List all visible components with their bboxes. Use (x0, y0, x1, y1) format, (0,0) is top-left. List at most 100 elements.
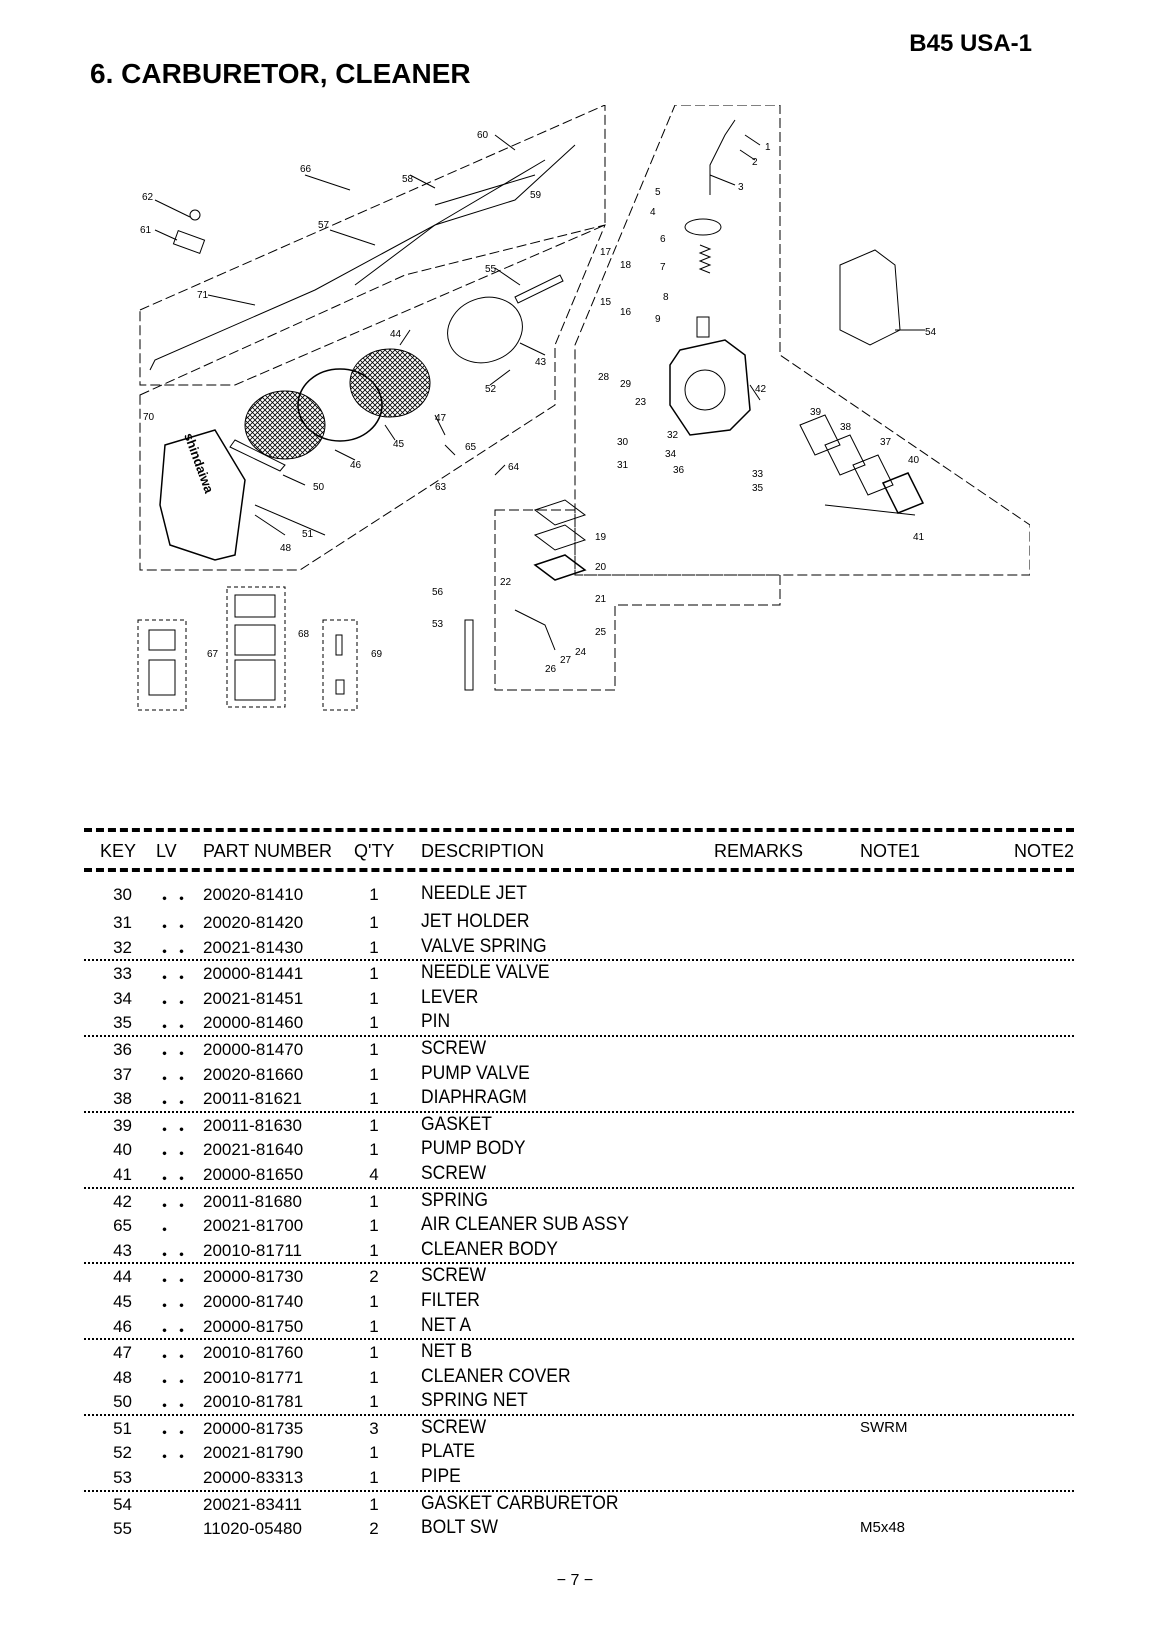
row-level: ・・ (156, 890, 190, 909)
kit-68-part (234, 594, 276, 618)
callout-28: 28 (598, 372, 610, 383)
callout-46: 46 (350, 460, 362, 471)
row-part-number: 20020-81410 (203, 885, 304, 904)
row-key: 30 (113, 885, 132, 904)
callout-6: 6 (660, 234, 666, 245)
row-key: 47 (113, 1343, 132, 1363)
row-key: 34 (113, 988, 132, 1008)
row-part-number: 20000-81460 (203, 1013, 304, 1033)
callout-38: 38 (840, 422, 852, 433)
row-part-number: 20021-81451 (203, 988, 304, 1008)
diagram-svg: shindaiwa 1 2 3 4 5 6 7 8 9 15 16 17 18 … (137, 104, 1031, 711)
group-outline-diaphragm (494, 509, 781, 691)
net-a-shape (244, 390, 326, 460)
row-level: ・・ (156, 1397, 190, 1417)
kit-69-part-2 (335, 679, 345, 695)
row-level: ・・ (156, 1321, 190, 1341)
row-level: ・ (156, 1221, 173, 1241)
callout-36: 36 (673, 465, 685, 476)
callout-53: 53 (432, 619, 444, 630)
row-qty: 1 (369, 1089, 379, 1109)
row-description: SCREW (421, 1037, 487, 1059)
callout-17: 17 (600, 247, 612, 258)
callout-22: 22 (500, 577, 512, 588)
row-part-number: 20000-81730 (203, 1267, 304, 1287)
callout-51: 51 (302, 529, 314, 540)
throttle-tube-shape (709, 119, 736, 195)
table-top-rule (84, 828, 1074, 832)
callout-42: 42 (755, 384, 767, 395)
row-level: ・・ (156, 1069, 190, 1089)
row-part-number: 20010-81771 (203, 1367, 304, 1387)
callout-65: 65 (465, 442, 477, 453)
row-description: VALVE SPRING (421, 935, 547, 957)
row-key: 42 (113, 1191, 132, 1211)
group-outline-cables (139, 104, 606, 386)
row-qty: 1 (369, 1291, 379, 1311)
row-level: ・・ (156, 969, 190, 989)
callout-27: 27 (560, 655, 572, 666)
row-description: SCREW (421, 1416, 487, 1438)
row-level: ・・ (156, 1372, 190, 1392)
row-qty: 1 (369, 1367, 379, 1387)
pipe-53-shape (464, 619, 474, 691)
callout-52: 52 (485, 384, 497, 395)
row-qty: 1 (369, 1343, 379, 1363)
callout-25: 25 (595, 627, 607, 638)
row-part-number: 20021-81790 (203, 1443, 304, 1463)
row-level: ・・ (156, 1296, 190, 1316)
cap-shape (684, 218, 722, 236)
cleaner-body-shape (447, 296, 523, 364)
clamp-screw-shape (189, 209, 201, 221)
row-description: FILTER (421, 1289, 480, 1311)
row-description: NEEDLE JET (421, 883, 527, 904)
row-key: 53 (113, 1468, 132, 1488)
row-description: PUMP VALVE (421, 1062, 530, 1084)
row-description: BOLT SW (421, 1517, 499, 1539)
callout-21: 21 (595, 594, 607, 605)
row-part-number: 20021-83411 (203, 1494, 302, 1514)
row-key: 31 (113, 913, 132, 932)
row-qty: 1 (369, 1392, 379, 1412)
callout-29: 29 (620, 379, 632, 390)
callout-24: 24 (575, 647, 587, 658)
row-description: PIPE (421, 1466, 461, 1488)
callout-70: 70 (143, 412, 155, 423)
callout-45: 45 (393, 439, 405, 450)
kit-68-part-3 (234, 659, 276, 701)
row-key: 65 (113, 1216, 132, 1236)
row-qty: 1 (369, 1494, 379, 1514)
callout-44: 44 (390, 329, 402, 340)
row-qty: 1 (369, 1191, 379, 1211)
row-key: 51 (113, 1418, 132, 1438)
row-note1: SWRM (860, 1418, 908, 1436)
pump-body-40-shape (881, 472, 925, 514)
row-key: 36 (113, 1039, 132, 1059)
group-outline-kit-69 (322, 619, 358, 711)
row-qty: 2 (369, 1267, 379, 1287)
row-part-number: 20000-81750 (203, 1316, 304, 1336)
header-remarks: REMARKS (714, 841, 804, 861)
row-note1: M5x48 (860, 1519, 906, 1537)
callout-61: 61 (140, 225, 152, 236)
row-description: SCREW (421, 1162, 487, 1184)
row-qty: 1 (369, 1064, 379, 1084)
group-outline-cleaner (139, 224, 606, 571)
row-description: CLEANER BODY (421, 1238, 558, 1260)
row-qty: 1 (369, 988, 379, 1008)
callout-55: 55 (485, 264, 497, 275)
header-description: DESCRIPTION (421, 841, 545, 861)
group-outline-carburetor (574, 104, 1031, 576)
row-part-number: 20020-81660 (203, 1064, 304, 1084)
row-key: 44 (113, 1267, 132, 1287)
row-level: ・・ (156, 1120, 190, 1140)
row-key: 52 (113, 1443, 132, 1463)
